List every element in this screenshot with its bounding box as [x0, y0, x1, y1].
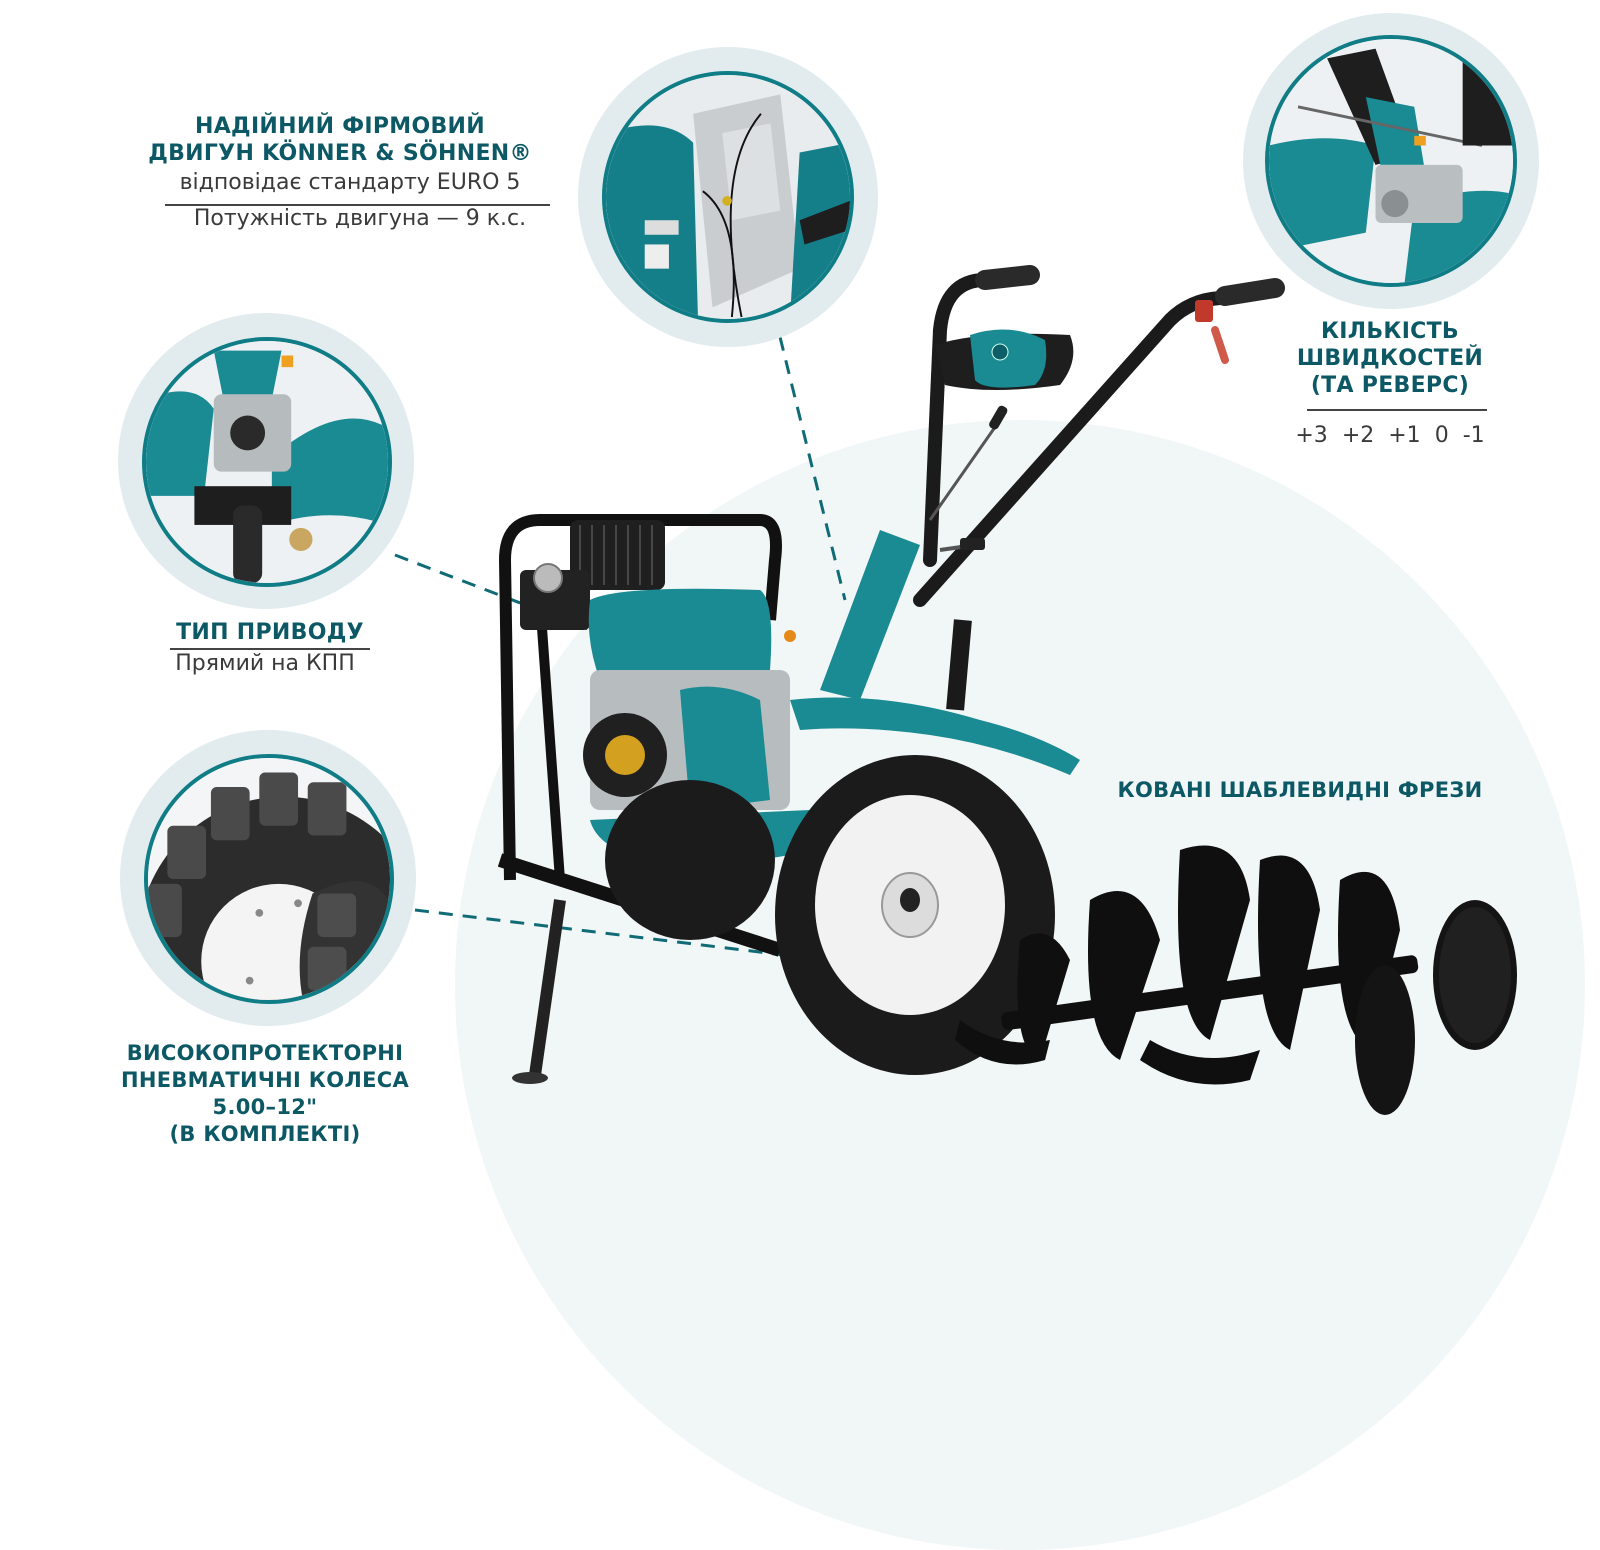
- engine-title-line2: ДВИГУН KÖNNER & SÖHNEN®: [148, 140, 532, 166]
- engine-divider: [165, 204, 550, 206]
- drive-closeup-photo: [142, 337, 392, 587]
- wheels-title-line2: ПНЕВМАТИЧНІ КОЛЕСА: [120, 1067, 410, 1092]
- wheels-title-line3: 5.00–12": [212, 1094, 318, 1119]
- wheels-title-line1: ВИСОКОПРОТЕКТОРНІ: [126, 1041, 404, 1065]
- engine-subtitle: відповідає стандарту EURO 5: [179, 170, 521, 195]
- drive-detail-circle: [118, 313, 414, 609]
- gears-title-line3: (ТА РЕВЕРС): [1310, 372, 1470, 398]
- engine-closeup-photo: [602, 71, 854, 323]
- gear-speed: 0: [1434, 423, 1449, 448]
- engine-power: Потужність двигуна — 9 к.с.: [193, 206, 527, 231]
- drive-detail: Прямий на КПП: [175, 651, 355, 676]
- engine-title: НАДІЙНИЙ ФІРМОВИЙ ДВИГУН KÖNNER & SÖHNEN…: [140, 114, 540, 168]
- gear-speed: +1: [1388, 423, 1421, 448]
- gear-speed: +2: [1341, 423, 1375, 448]
- wheel-closeup-photo: [144, 754, 394, 1004]
- gears-divider: [1307, 409, 1487, 411]
- background-circle: [455, 420, 1585, 1550]
- wheels-title-line4: (В КОМПЛЕКТІ): [169, 1121, 361, 1146]
- gears-title: КІЛЬКІСТЬ ШВИДКОСТЕЙ (ТА РЕВЕРС): [1280, 319, 1500, 399]
- engine-title-line1: НАДІЙНИЙ ФІРМОВИЙ: [195, 114, 485, 139]
- drive-title: ТИП ПРИВОДУ: [176, 620, 364, 645]
- gearbox-detail-circle: [1243, 13, 1539, 309]
- wheel-detail-circle: [120, 730, 416, 1026]
- gear-speed: +3: [1295, 423, 1328, 448]
- gears-title-line2: ШВИДКОСТЕЙ: [1296, 345, 1484, 371]
- tillers-title: КОВАНІ ШАБЛЕВИДНІ ФРЕЗИ: [1117, 778, 1483, 802]
- gears-speed-list: +3 +2 +1 0 -1: [1290, 423, 1490, 448]
- engine-detail-circle: [578, 47, 878, 347]
- wheels-title: ВИСОКОПРОТЕКТОРНІ ПНЕВМАТИЧНІ КОЛЕСА 5.0…: [90, 1040, 440, 1148]
- gearbox-closeup-photo: [1265, 35, 1517, 287]
- gear-speed: -1: [1462, 423, 1485, 448]
- drive-divider: [170, 648, 370, 650]
- gears-title-line1: КІЛЬКІСТЬ: [1321, 319, 1459, 344]
